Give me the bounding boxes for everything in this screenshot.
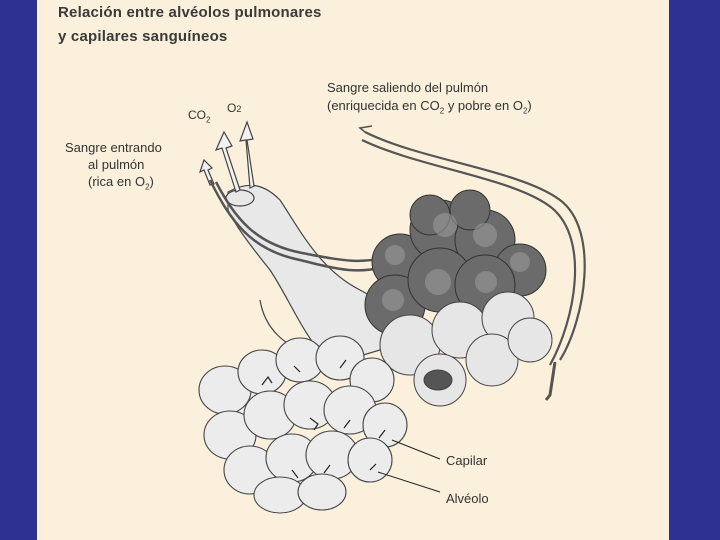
alveoli-cluster <box>199 336 407 513</box>
co2-arrow <box>240 122 254 188</box>
blood-out-label-line1: Sangre saliendo del pulmón <box>327 80 488 95</box>
alveolus-label: Alvéolo <box>446 491 489 506</box>
o2-label: O2 <box>227 101 241 117</box>
co2-label: CO2 <box>188 108 210 127</box>
blood-in-label-line1: Sangre entrando <box>65 140 162 155</box>
o2-arrow <box>216 132 240 192</box>
blood-in-label-line2: al pulmón <box>88 157 144 172</box>
blood-in-label-line3: (rica en O2) <box>88 174 154 195</box>
gas-exchange-arrows <box>200 122 254 192</box>
blood-out-label-line2: (enriquecida en CO2 y pobre en O2) <box>327 98 532 119</box>
capillary-label: Capilar <box>446 453 487 468</box>
bronchiole <box>226 185 388 365</box>
